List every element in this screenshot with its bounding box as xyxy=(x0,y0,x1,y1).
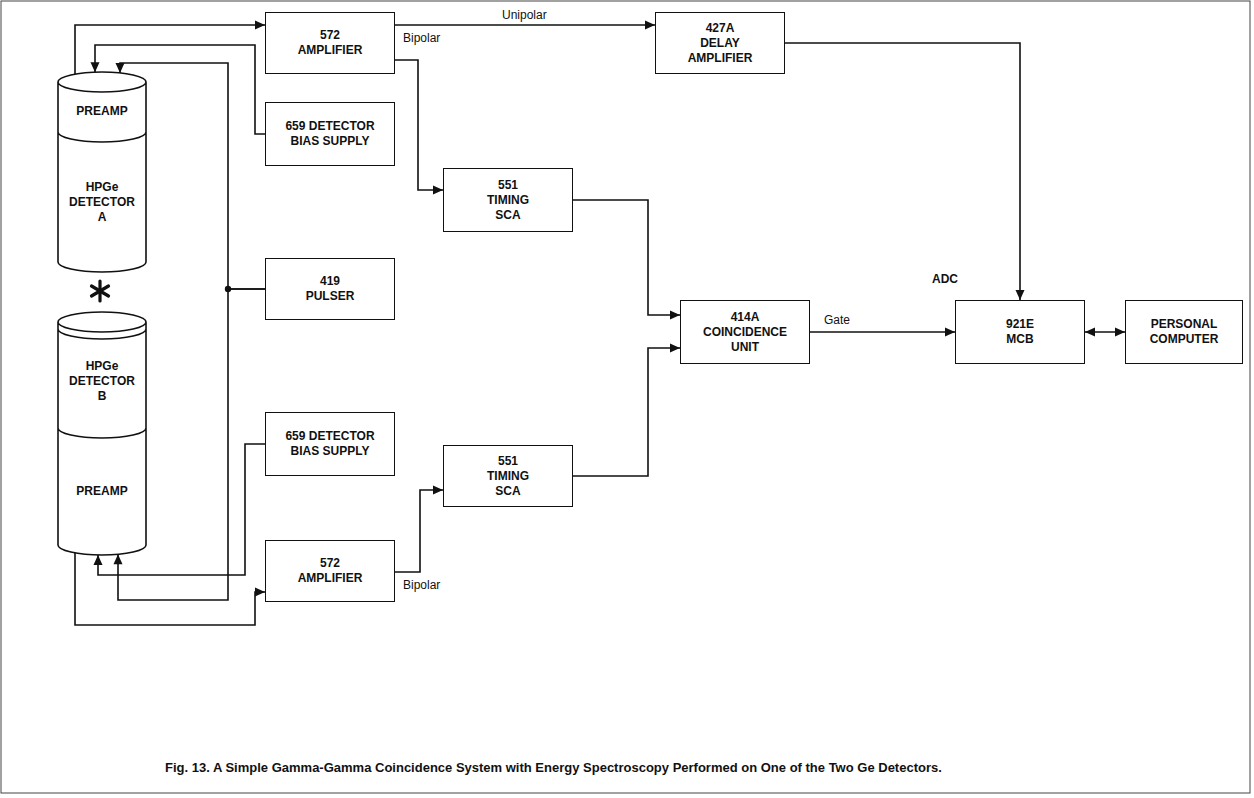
module-label: 572 AMPLIFIER xyxy=(298,556,363,586)
signal-connector xyxy=(91,45,266,134)
figure-caption: Fig. 13. A Simple Gamma-Gamma Coincidenc… xyxy=(165,760,1235,776)
module-box: 551 TIMING SCA xyxy=(443,168,573,232)
module-label: PERSONAL COMPUTER xyxy=(1150,317,1219,347)
module-label: 659 DETECTOR BIAS SUPPLY xyxy=(285,119,375,149)
connector-line xyxy=(573,200,680,315)
signal-connector xyxy=(75,21,265,75)
signal-name: Unipolar xyxy=(500,8,549,22)
module-box: 419 PULSER xyxy=(265,258,395,320)
cylinder-path xyxy=(58,142,146,272)
connector-line xyxy=(785,43,1020,300)
detector-label: PREAMP xyxy=(76,484,127,499)
signal-name: Gate xyxy=(822,313,852,327)
module-label: 659 DETECTOR BIAS SUPPLY xyxy=(285,429,375,459)
arrow-head xyxy=(670,344,680,353)
connector-line xyxy=(75,553,265,625)
cylinder-path xyxy=(58,72,146,142)
arrow-head xyxy=(433,486,443,495)
module-box: 572 AMPLIFIER xyxy=(265,12,395,74)
arrow-head xyxy=(945,328,955,337)
signal-connector xyxy=(573,200,680,320)
arrow-head xyxy=(1085,328,1095,337)
arrow-head xyxy=(645,21,655,30)
arrow-head xyxy=(255,588,265,597)
signal-connector xyxy=(94,444,266,575)
signal-connector xyxy=(810,328,955,337)
module-label: 572 AMPLIFIER xyxy=(298,28,363,58)
module-label: 921E MCB xyxy=(1006,317,1034,347)
connector-line xyxy=(95,45,265,134)
signal-connector xyxy=(116,63,266,289)
source-asterisk xyxy=(92,281,109,301)
connector-line xyxy=(395,24,655,26)
connector-line xyxy=(75,25,265,74)
connector-line xyxy=(118,289,265,600)
arrow-head xyxy=(116,63,125,73)
module-box: 414A COINCIDENCE UNIT xyxy=(680,300,810,364)
module-label: 414A COINCIDENCE UNIT xyxy=(703,310,787,355)
module-box: 659 DETECTOR BIAS SUPPLY xyxy=(265,412,395,476)
detector-cylinder: PREAMP xyxy=(58,72,146,142)
arrow-head xyxy=(1016,290,1025,300)
cylinder-path xyxy=(58,312,146,438)
signal-name: Bipolar xyxy=(401,31,442,45)
module-label: 419 PULSER xyxy=(306,274,355,304)
detector-cylinder: PREAMP xyxy=(58,438,146,555)
arrow-head xyxy=(433,186,443,195)
detector-cylinder: HPGe DETECTOR B xyxy=(58,312,146,438)
connector-line xyxy=(98,444,265,575)
arrow-head xyxy=(91,62,100,72)
module-box: 659 DETECTOR BIAS SUPPLY xyxy=(265,102,395,166)
cylinder-path xyxy=(58,438,146,555)
detector-label: HPGe DETECTOR B xyxy=(69,359,135,404)
module-label: 551 TIMING SCA xyxy=(487,454,529,499)
arrow-head xyxy=(255,21,265,30)
module-box: 427A DELAY AMPLIFIER xyxy=(655,12,785,74)
signal-connector xyxy=(395,486,443,573)
module-label: 427A DELAY AMPLIFIER xyxy=(688,21,753,66)
input-name: ADC xyxy=(930,272,960,286)
connector-line xyxy=(573,348,680,476)
signal-connector xyxy=(573,344,680,477)
detector-label: PREAMP xyxy=(76,104,127,119)
arrow-head xyxy=(670,311,680,320)
connector-line xyxy=(395,490,443,572)
module-box: 921E MCB xyxy=(955,300,1085,364)
signal-connector xyxy=(75,553,265,625)
module-box: 572 AMPLIFIER xyxy=(265,540,395,602)
module-label: 551 TIMING SCA xyxy=(487,178,529,223)
arrow-head xyxy=(1115,328,1125,337)
signal-connector xyxy=(1085,328,1125,337)
signal-connector xyxy=(395,60,443,195)
detector-label: HPGe DETECTOR A xyxy=(69,180,135,225)
arrow-head xyxy=(94,555,103,565)
connector-line xyxy=(810,331,955,333)
arrow-head xyxy=(114,554,123,564)
connector-line xyxy=(395,60,443,190)
signal-name: Bipolar xyxy=(401,578,442,592)
detector-cylinder: HPGe DETECTOR A xyxy=(58,142,146,272)
module-box: 551 TIMING SCA xyxy=(443,445,573,507)
connector-line xyxy=(120,63,265,289)
signal-connector xyxy=(785,43,1025,300)
module-box: PERSONAL COMPUTER xyxy=(1125,300,1243,364)
